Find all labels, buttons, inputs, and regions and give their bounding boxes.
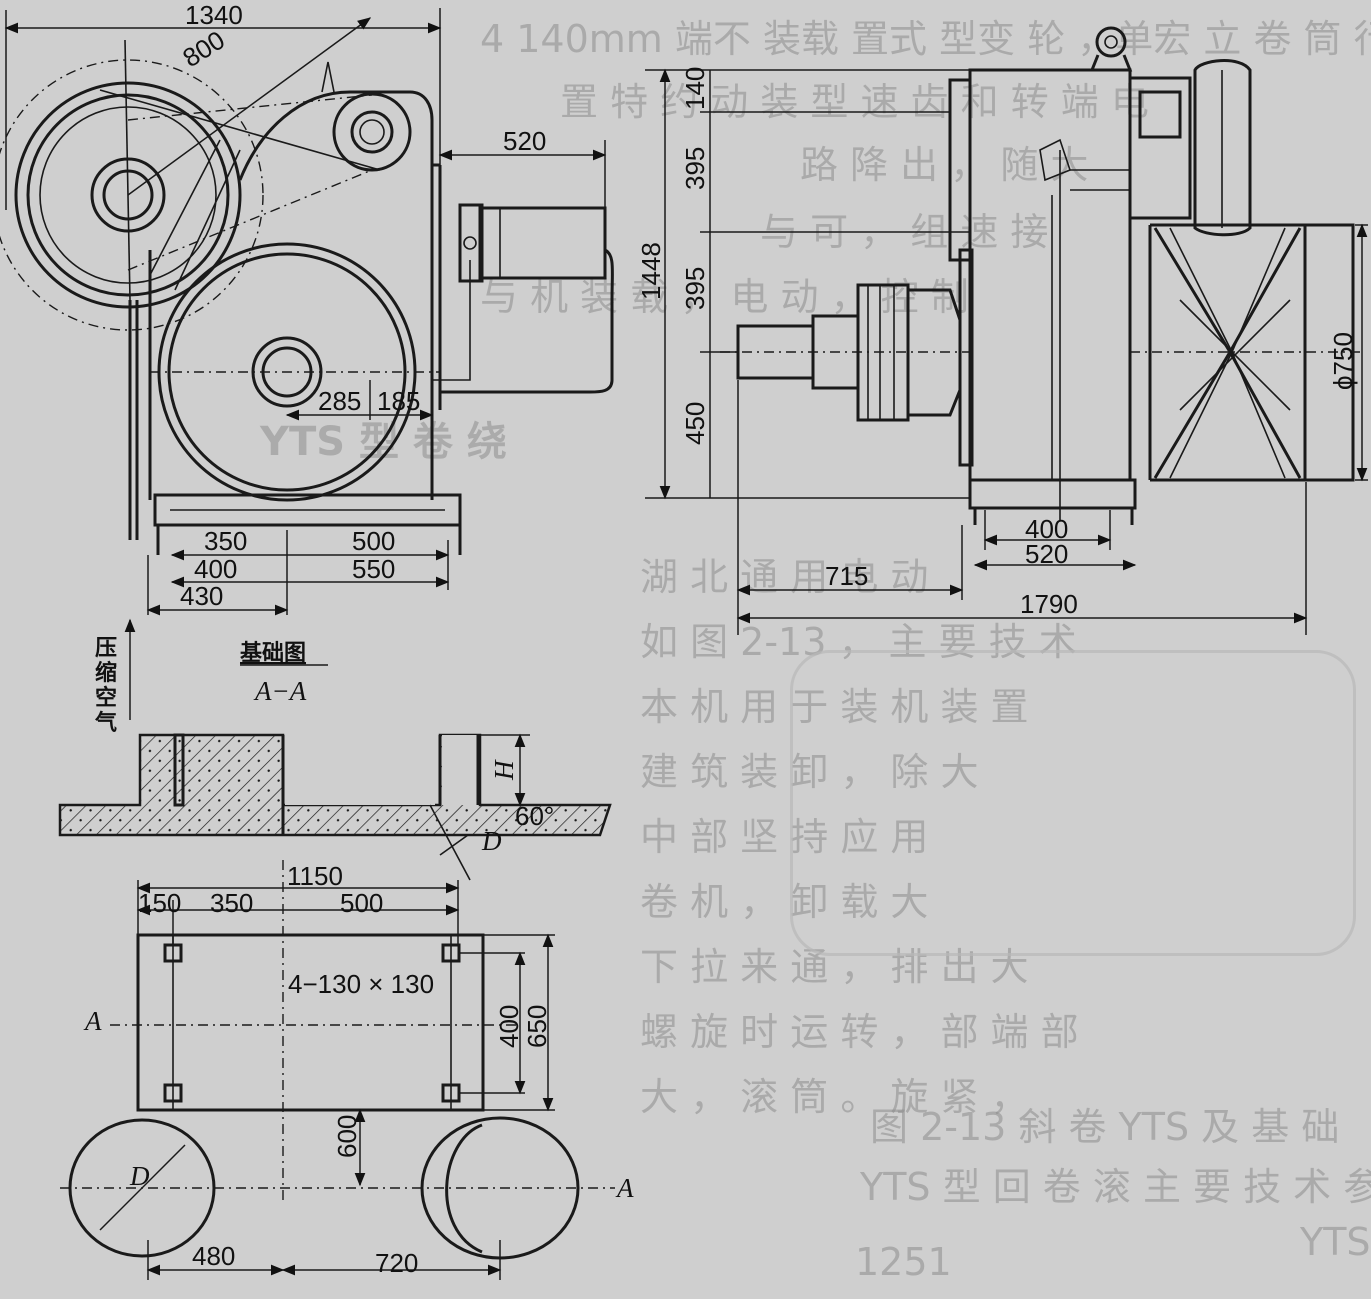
dim-400-left: 400 (194, 554, 237, 584)
bg-line-17: YTS 型 回 卷 滚 主 要 技 术 参 (859, 1165, 1371, 1209)
foundation-drawing: 压 缩 空 气 基础图 A−A H 60 (58, 618, 634, 1280)
bg-line-9: 本 机 用 于 装 机 装 置 (640, 685, 1029, 729)
air-char-4: 气 (94, 710, 117, 736)
bg-line-15: 大 ， 滚 筒 。 旋 紧 ， (640, 1075, 1029, 1119)
dim-715: 715 (825, 561, 868, 591)
dim-185: 185 (377, 386, 420, 416)
section-A-right: A (615, 1173, 634, 1203)
label-60deg: 60° (515, 801, 554, 831)
drum-circles (60, 1116, 615, 1280)
dim-400-right: 400 (1025, 514, 1068, 544)
bg-line-16: 图 2-13 斜 卷 YTS 及 基 础 (870, 1105, 1339, 1149)
dim-400-plan: 400 (494, 1005, 524, 1048)
brake-drum (1128, 59, 1252, 237)
section-A-left: A (83, 1006, 102, 1036)
right-dims (645, 68, 1368, 635)
bg-line-11: 中 部 坚 持 应 用 (640, 815, 928, 859)
winch-drum (1130, 223, 1360, 482)
small-sheave (99, 89, 412, 291)
upper-drum (0, 59, 264, 331)
control-rod (124, 39, 139, 540)
dim-phi750: ϕ750 (1328, 332, 1358, 390)
bg-line-12: 卷 机 ， 卸 载 大 (640, 880, 928, 924)
air-char-1: 压 (95, 636, 117, 661)
dim-1340: 1340 (185, 0, 243, 30)
dim-holes: 4−130 × 130 (288, 969, 434, 999)
foundation-title: 基础图 (240, 641, 306, 666)
front-base (968, 478, 1137, 525)
dim-1790: 1790 (1020, 589, 1078, 619)
air-char-3: 空 (95, 685, 117, 711)
dim-395-a: 395 (680, 147, 710, 190)
dim-350-left: 350 (204, 526, 247, 556)
label-H: H (489, 759, 519, 781)
dim-140: 140 (680, 67, 710, 110)
base (153, 493, 462, 555)
dim-1150: 1150 (287, 861, 343, 891)
section-aa (58, 733, 612, 881)
dim-395-b: 395 (680, 267, 710, 310)
bg-line-2: 置 特 约 动 装 型 速 齿 和 转 端 电 (560, 80, 1149, 124)
bg-line-10: 建 筑 装 卸 ， 除 大 (640, 750, 978, 794)
top-lug (321, 61, 335, 93)
dim-150: 150 (138, 888, 181, 918)
air-cylinder (432, 203, 614, 394)
lifting-ring (1089, 26, 1133, 72)
bleed-box (790, 650, 1356, 956)
lower-drum (150, 242, 440, 502)
left-dims (4, 8, 607, 616)
dim-480: 480 (192, 1241, 235, 1271)
dim-430: 430 (180, 581, 223, 611)
gear-housing (948, 68, 1132, 520)
section-label: A−A (253, 676, 307, 706)
dim-720: 720 (375, 1248, 418, 1278)
dim-800: 800 (177, 25, 230, 73)
foundation-plan (110, 860, 555, 1200)
dim-650: 650 (522, 1005, 552, 1048)
coupling-motor (720, 283, 970, 422)
dim-550: 550 (352, 554, 395, 584)
bg-line-5: 与 机 装 载 ， 电 动 ， 控 制 (480, 275, 969, 319)
dim-285: 285 (318, 386, 361, 416)
dim-500-plan: 500 (340, 888, 383, 918)
bg-line-19: 1251 (855, 1240, 952, 1284)
dim-500-left: 500 (352, 526, 395, 556)
left-side-view: 1340 800 520 285 185 350 500 400 550 430 (0, 0, 614, 616)
dim-1448: 1448 (636, 242, 666, 300)
bg-line-1: 4 140mm 端不 装载 置式 型变 轮 ，单宏 立 卷 筒 行 (480, 17, 1371, 61)
bg-line-18: YTS (1299, 1220, 1371, 1264)
dim-520-left: 520 (503, 126, 546, 156)
label-D-circle: D (129, 1161, 150, 1191)
housing (148, 90, 442, 500)
dim-520-right: 520 (1025, 539, 1068, 569)
dim-450-right: 450 (680, 402, 710, 445)
label-D-section: D (481, 826, 502, 856)
dim-600: 600 (332, 1115, 362, 1158)
bg-line-14: 螺 旋 时 运 转 ， 部 端 部 (640, 1010, 1079, 1054)
dim-350-plan: 350 (210, 888, 253, 918)
right-front-view: 140 395 395 450 1448 ϕ750 400 520 715 17… (636, 26, 1368, 635)
bg-line-8: 如 图 2-13 ， 主 要 技 术 (640, 620, 1077, 664)
air-char-2: 缩 (95, 660, 117, 686)
bg-line-13: 下 拉 来 通 ， 排 出 大 (640, 945, 1029, 989)
